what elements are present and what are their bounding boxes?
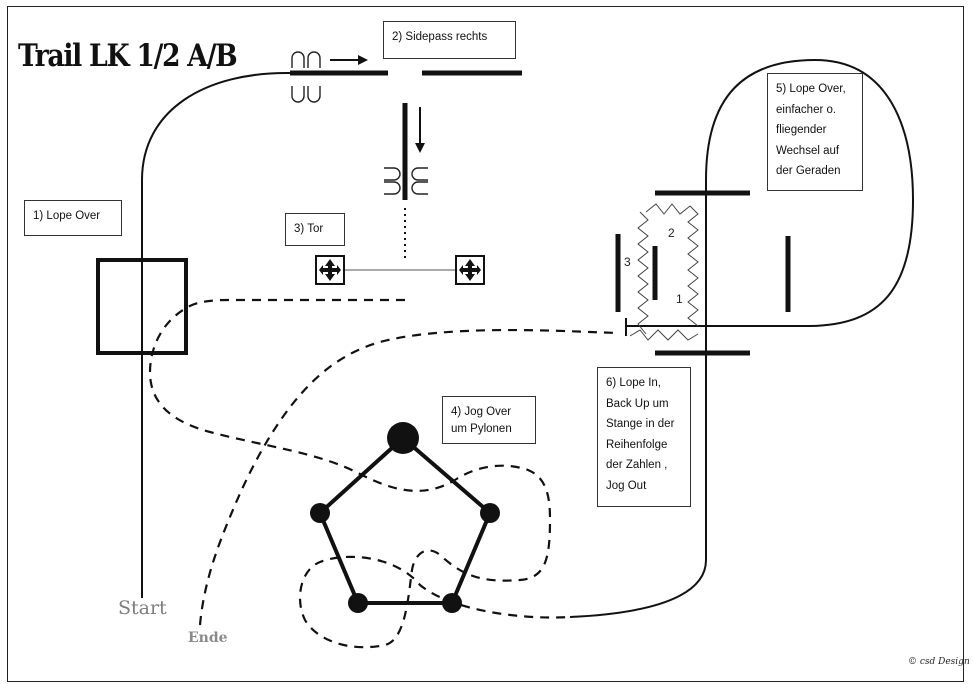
obstacle-6-line: Back Up um: [606, 397, 669, 410]
riding-path-dashed-ende: [198, 328, 619, 626]
obstacle-6-line: Jog Out: [606, 479, 647, 492]
pylon-bottom-left-icon: [348, 593, 368, 613]
pylon-bottom-right-icon: [442, 593, 462, 613]
obstacle-label-3: 3) Tor: [285, 213, 345, 246]
gate-post-right-icon: [455, 255, 485, 285]
obstacle-6-line: 6) Lope In,: [606, 377, 661, 389]
copyright-label: © csd Design: [908, 657, 970, 667]
obstacle-6-line: Stange in der: [606, 418, 675, 430]
arrow-head-right-icon: [358, 55, 368, 65]
riding-path-solid-right-loop: [569, 58, 915, 618]
pylon-right-icon: [480, 503, 500, 523]
hoofprints-top-icon: [291, 51, 321, 103]
backup-number-2: 2: [668, 226, 675, 240]
page-title: Trail LK 1/2 A/B: [18, 38, 238, 74]
obstacle-5-line: Wechsel auf: [776, 144, 840, 157]
obstacle-label-4: 4) Jog Over um Pylonen: [442, 396, 536, 444]
pylon-left-icon: [310, 503, 330, 523]
pylon-pentagon: [317, 435, 493, 605]
obstacle-label-2: 2) Sidepass rechts: [383, 21, 516, 59]
obstacle-6-line: der Zahlen ,: [606, 459, 668, 471]
obstacle-6-line: Reihenfolge: [606, 438, 668, 451]
obstacle-5-line: einfacher o.: [776, 103, 837, 116]
obstacle-label-1: 1) Lope Over: [24, 200, 122, 236]
obstacle-4-line: um Pylonen: [451, 423, 512, 435]
obstacle-5-line: 5) Lope Over,: [776, 83, 846, 95]
pylon-top-icon: [387, 422, 419, 454]
obstacle-label-6: 6) Lope In, Back Up um Stange in der Rei…: [597, 367, 691, 507]
backup-number-1: 1: [676, 292, 683, 306]
obstacle-4-line: 4) Jog Over: [451, 406, 512, 418]
arrow-head-down-icon: [415, 143, 425, 153]
hoofprints-side-icon: [384, 167, 428, 195]
start-label: Start: [118, 597, 167, 619]
obstacle-label-5: 5) Lope Over, einfacher o. fliegender We…: [767, 73, 863, 191]
riding-path-dashed: [148, 298, 571, 649]
end-label: Ende: [188, 630, 228, 646]
obstacle-5-line: fliegender: [776, 124, 827, 136]
obstacle-5-line: der Geraden: [776, 165, 841, 177]
riding-path-solid: [141, 71, 291, 598]
gate-post-left-icon: [315, 255, 345, 285]
lope-over-square: [96, 258, 188, 355]
backup-number-3: 3: [624, 255, 631, 269]
backup-zigzag-track: [629, 203, 699, 341]
